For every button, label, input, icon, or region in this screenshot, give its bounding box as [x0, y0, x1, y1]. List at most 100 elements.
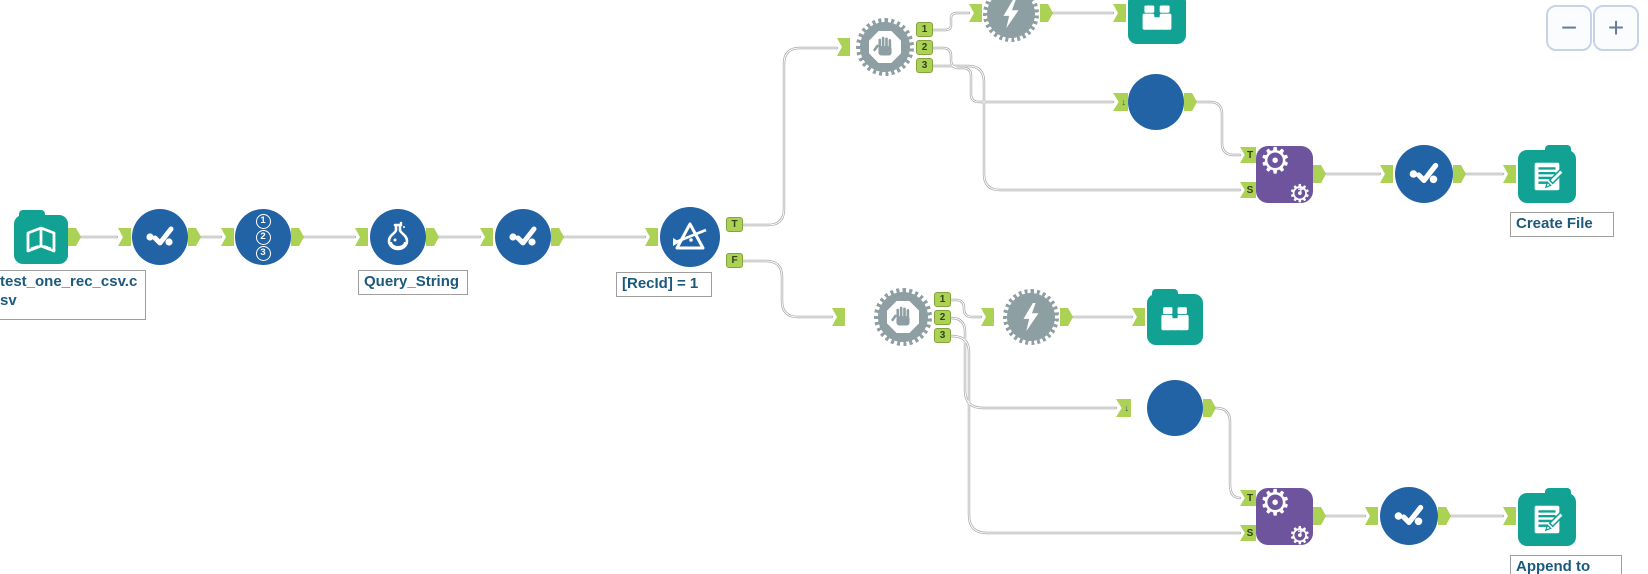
output-anchor-1[interactable]: 1: [934, 292, 951, 307]
filter-icon: [670, 217, 710, 257]
output-anchor[interactable]: [1060, 308, 1073, 326]
input-anchor[interactable]: [480, 228, 493, 246]
output-anchor[interactable]: [68, 228, 81, 246]
open-book-icon: [21, 222, 61, 258]
output-anchor-2[interactable]: 2: [934, 310, 951, 325]
binoculars-icon: [1158, 304, 1192, 336]
connection-wires: [80, 12, 1504, 534]
formula-tool[interactable]: [370, 209, 426, 265]
gear-icon: ⚙: [1288, 521, 1311, 550]
block-until-done-tool-top[interactable]: [856, 18, 914, 76]
output-anchor[interactable]: [1313, 507, 1326, 525]
hand-stop-icon: [888, 302, 918, 332]
gear-icon: ⚙: [1259, 141, 1292, 182]
gear-icon: ⚙: [1259, 483, 1292, 524]
select-check-icon: [1390, 497, 1428, 535]
input-anchor[interactable]: [1503, 507, 1516, 525]
gear-core: [1007, 293, 1055, 341]
input-anchor[interactable]: [1132, 308, 1145, 326]
output-anchor-3[interactable]: 3: [916, 58, 933, 73]
output-anchor-1[interactable]: 1: [916, 22, 933, 37]
document-pencil-icon: [1528, 158, 1566, 196]
input-anchor[interactable]: [221, 228, 234, 246]
gear-core: [878, 292, 928, 342]
output-anchor[interactable]: [1438, 507, 1451, 525]
output-data-tool-bottom[interactable]: [1518, 488, 1576, 546]
annotation-append-to[interactable]: Append to: [1510, 555, 1622, 574]
output-anchor[interactable]: [188, 228, 201, 246]
macro-tool-bottom[interactable]: [1147, 380, 1203, 436]
output-anchor-3[interactable]: 3: [934, 328, 951, 343]
zoom-out-button[interactable]: −: [1546, 5, 1592, 51]
stop-octagon: [887, 301, 919, 333]
filter-tool[interactable]: [660, 207, 720, 267]
flask-icon: [380, 219, 416, 255]
plus-icon: +: [1297, 526, 1304, 538]
down-arrow-icon: ↓: [1124, 403, 1130, 413]
input-anchor[interactable]: [1380, 165, 1393, 183]
run-command-tool-bottom[interactable]: ⚙ ⚙ +: [1256, 483, 1313, 550]
output-anchor-2[interactable]: 2: [916, 40, 933, 55]
select-check-icon: [1405, 155, 1443, 193]
macro-input-anchor[interactable]: ↓: [1116, 399, 1131, 417]
binoculars-icon: [1139, 2, 1175, 36]
annotation-input-file[interactable]: test_one_rec_csv.csv: [0, 270, 146, 320]
select-tool-3[interactable]: [1395, 145, 1453, 203]
select-tool-1[interactable]: [132, 209, 188, 265]
event-macro-tool-top[interactable]: [983, 0, 1039, 42]
hand-stop-icon: [870, 32, 900, 62]
plus-icon: +: [1297, 184, 1304, 196]
browse-tool-bottom[interactable]: [1147, 289, 1203, 345]
select-tool-4[interactable]: [1380, 487, 1438, 545]
output-anchor[interactable]: [551, 228, 564, 246]
input-anchor[interactable]: [981, 308, 994, 326]
input-anchor[interactable]: [832, 308, 845, 326]
input-anchor[interactable]: [837, 38, 850, 56]
record-id-tool[interactable]: 1 2 3: [235, 209, 291, 265]
output-data-tool-top[interactable]: [1518, 145, 1576, 203]
input-anchor[interactable]: [118, 228, 131, 246]
zoom-in-button[interactable]: +: [1593, 5, 1639, 51]
down-arrow-icon: ↓: [1121, 97, 1127, 107]
source-input-anchor[interactable]: S: [1240, 525, 1256, 541]
true-output-anchor[interactable]: T: [726, 217, 743, 232]
output-anchor[interactable]: [291, 228, 304, 246]
browse-tool-top[interactable]: [1128, 0, 1186, 44]
output-anchor[interactable]: [426, 228, 439, 246]
gear-core: [987, 0, 1035, 38]
block-until-done-tool-bottom[interactable]: [874, 288, 932, 346]
annotation-filter[interactable]: [RecId] = 1: [616, 272, 712, 297]
input-anchor[interactable]: [1113, 4, 1126, 22]
macro-input-anchor[interactable]: ↓: [1113, 93, 1128, 111]
event-macro-tool-bottom[interactable]: [1003, 289, 1059, 345]
output-anchor[interactable]: [1313, 165, 1326, 183]
output-anchor[interactable]: [1184, 93, 1197, 111]
output-anchor[interactable]: [1203, 399, 1216, 417]
output-anchor[interactable]: [1453, 165, 1466, 183]
source-input-anchor[interactable]: S: [1240, 182, 1256, 198]
false-output-anchor[interactable]: F: [726, 253, 743, 268]
annotation-create-file[interactable]: Create File: [1510, 212, 1614, 237]
output-anchor[interactable]: [1040, 4, 1053, 22]
gear-core: [860, 22, 910, 72]
macro-tool-top[interactable]: [1128, 74, 1184, 130]
gear-icon: ⚙: [1288, 179, 1311, 208]
input-anchor[interactable]: [355, 228, 368, 246]
select-tool-2[interactable]: [495, 209, 551, 265]
connection-wires: [79, 11, 1505, 535]
stop-octagon: [869, 31, 901, 63]
run-command-tool-top[interactable]: ⚙ ⚙ +: [1256, 141, 1313, 208]
input-data-tool[interactable]: [14, 210, 68, 264]
input-anchor[interactable]: [969, 4, 982, 22]
input-anchor[interactable]: [1365, 507, 1378, 525]
input-anchor[interactable]: [645, 228, 658, 246]
lightning-bolt-icon: [1016, 302, 1046, 332]
target-input-anchor[interactable]: T: [1240, 147, 1256, 163]
annotation-formula[interactable]: Query_String: [358, 270, 468, 295]
lightning-bolt-icon: [996, 0, 1026, 29]
target-input-anchor[interactable]: T: [1240, 490, 1256, 506]
select-check-icon: [142, 219, 178, 255]
input-anchor[interactable]: [1503, 165, 1516, 183]
